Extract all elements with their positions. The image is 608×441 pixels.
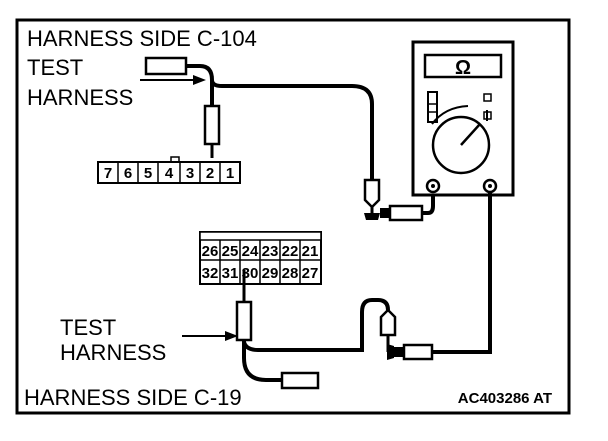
top-lead-wire (210, 79, 374, 180)
meter-dial-pointer (460, 123, 481, 146)
meter-probe-bottom (379, 308, 434, 361)
bottom-test-harness (235, 270, 320, 390)
meter-display (423, 53, 503, 79)
c19-pin: 27 (302, 265, 319, 282)
test-harness-bottom-label-line2: HARNESS (60, 340, 166, 365)
bottom-harness-probe-body (235, 300, 253, 342)
c104-pin: 2 (206, 165, 214, 182)
top-harness-probe-body (203, 104, 221, 146)
bottom-harness-plug (280, 371, 320, 390)
test-harness-top-label-line2: HARNESS (27, 85, 133, 110)
c19-pin: 26 (202, 243, 219, 260)
bottom-lead-wire (242, 298, 390, 352)
figure-code: AC403286 AT (458, 390, 552, 407)
connector-c104-body (97, 161, 241, 184)
c19-pin: 25 (222, 243, 239, 260)
harness-side-c19-label: HARNESS SIDE C-19 (24, 385, 242, 410)
c19-pin: 28 (282, 265, 299, 282)
c19-pin: 22 (282, 243, 299, 260)
test-harness-top-label-line1: TEST (27, 55, 83, 80)
c19-pin: 21 (302, 243, 319, 260)
meter-probe-left (363, 178, 435, 222)
right-lead-wire (432, 192, 492, 354)
connector-c104: 7 6 5 4 3 2 1 (97, 156, 241, 184)
c104-pin: 3 (186, 165, 194, 182)
top-harness-plug (144, 56, 188, 76)
bottom-label-arrow (182, 331, 238, 341)
connector-c19: 26 25 24 23 22 21 32 31 30 29 28 27 (199, 231, 322, 285)
c104-pin: 7 (104, 165, 112, 182)
c104-pin: 6 (124, 165, 132, 182)
connector-c19-top-rail (199, 231, 322, 241)
c104-pin: 5 (144, 165, 152, 182)
c19-pin: 31 (222, 265, 239, 282)
c19-pin: 29 (262, 265, 279, 282)
c104-pin: 1 (226, 165, 234, 182)
ohmmeter-icon: Ω (411, 40, 515, 197)
top-test-harness (144, 56, 221, 158)
meter-range-indicator (427, 91, 438, 123)
c19-pin: 24 (242, 243, 259, 260)
harness-side-c104-label: HARNESS SIDE C-104 (27, 26, 257, 51)
c104-pin: 4 (165, 165, 174, 182)
c19-pin: 32 (202, 265, 219, 282)
ohm-symbol: Ω (455, 57, 471, 79)
top-label-arrow (140, 75, 206, 85)
c19-pin: 23 (262, 243, 279, 260)
test-harness-bottom-label-line1: TEST (60, 315, 116, 340)
c19-pin: 30 (242, 265, 259, 282)
meter-indicator-1 (483, 93, 492, 102)
